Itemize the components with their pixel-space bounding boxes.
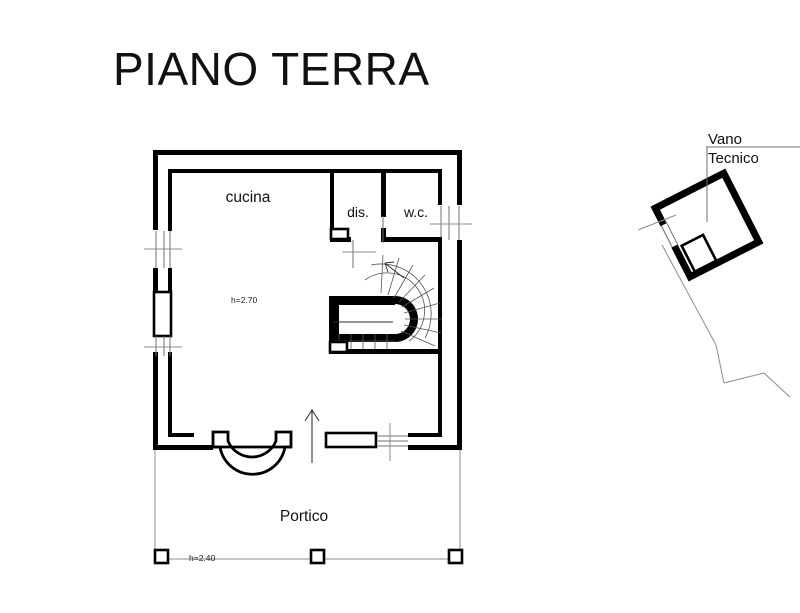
window-left-lower (144, 290, 182, 356)
door-jamb (329, 227, 350, 241)
height-label-portico: h=2.40 (189, 553, 216, 563)
building-outer-walls (153, 150, 462, 450)
window-right (430, 206, 472, 240)
stair-up-arrow (384, 261, 405, 279)
door-panel (324, 431, 378, 449)
window-frame (152, 290, 173, 338)
annotation-vano-line2: Tecnico (708, 150, 759, 167)
building-inner-wall-face (168, 169, 442, 437)
vano-tecnico-door-tick (637, 214, 677, 231)
room-label-dis: dis. (347, 204, 369, 220)
portico-columns (153, 548, 464, 565)
door-swing-dis (342, 240, 376, 268)
portico-column (309, 548, 326, 565)
room-label-cucina: cucina (226, 189, 271, 206)
height-label-interior: h=2.70 (231, 295, 258, 305)
page-title: PIANO TERRA (113, 43, 430, 95)
room-label-portico: Portico (280, 508, 328, 525)
portico-area (154, 450, 461, 560)
room-label-wc: w.c. (403, 204, 428, 220)
entry-direction-arrow (304, 408, 320, 463)
technical-room-fixture (679, 233, 718, 274)
bay-window-apse (211, 430, 293, 476)
annotation-vano-line1: Vano (708, 131, 742, 148)
entrance-opening (324, 423, 408, 461)
window-left-upper (144, 231, 182, 268)
vano-tecnico-building (650, 168, 764, 282)
portico-column (447, 548, 464, 565)
staircase (328, 254, 442, 354)
stair-newel (328, 340, 349, 354)
vano-tecnico-annotation (706, 146, 800, 222)
portico-column (153, 548, 170, 565)
site-boundary-lines (661, 244, 791, 398)
